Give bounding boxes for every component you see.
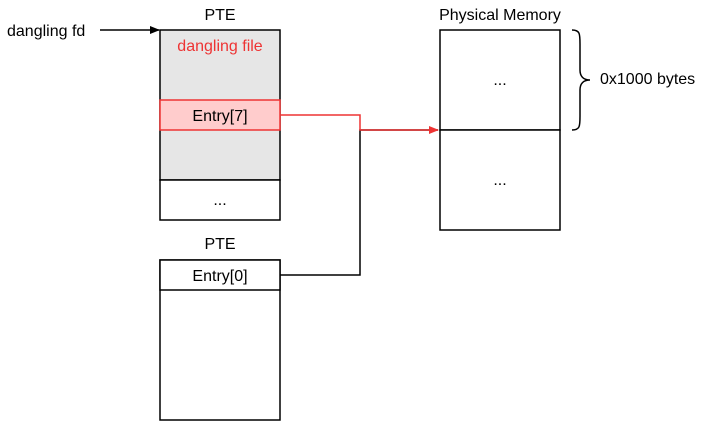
entry-7-label: Entry[7] <box>192 108 247 125</box>
pte-bottom-title: PTE <box>204 236 235 253</box>
pte-top-table: dangling file Entry[7] ... <box>159 29 281 221</box>
entry-0-label: Entry[0] <box>192 268 247 285</box>
physmem-page-top <box>439 29 561 131</box>
page-size-label: 0x1000 bytes <box>600 71 695 88</box>
physmem-bottom-ellipsis: ... <box>493 172 506 189</box>
physmem-page-bottom <box>439 129 561 231</box>
entry-7-connector <box>280 114 439 134</box>
physical-memory-block: ... ... <box>439 29 561 231</box>
pte-top-rest-cell <box>159 179 281 221</box>
dangling-fd-label: dangling fd <box>7 23 85 40</box>
entry-0-connector <box>280 129 438 276</box>
pte-bottom-table: Entry[0] <box>159 259 281 421</box>
page-size-brace <box>571 29 591 131</box>
physical-memory-title: Physical Memory <box>439 7 561 24</box>
pte-top-title: PTE <box>204 7 235 24</box>
pte-top-ellipsis: ... <box>213 192 226 209</box>
dangling-file-label: dangling file <box>177 38 263 55</box>
entry-7-cell <box>159 99 281 131</box>
physmem-top-ellipsis: ... <box>493 72 506 89</box>
